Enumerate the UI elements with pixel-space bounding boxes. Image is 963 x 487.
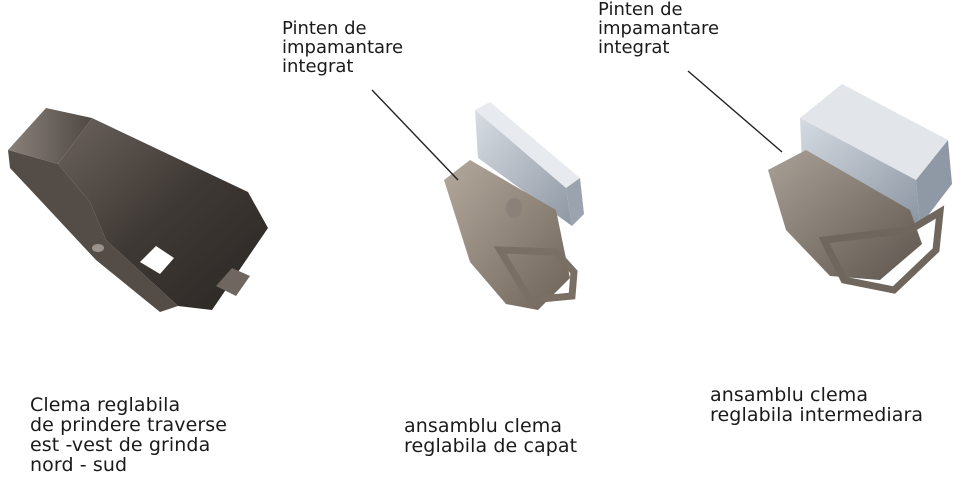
middle-clamp-assembly-caption: ansamblu clema reglabila intermediara (710, 385, 923, 425)
callout-line: integrat (282, 56, 354, 77)
callout-line: Pinten de (598, 0, 683, 20)
callout-line: impamantare (282, 37, 404, 58)
end-clamp-assembly-caption: ansamblu clema reglabila de capat (404, 416, 577, 456)
caption-line: ansamblu clema (710, 384, 869, 406)
middle-clamp-leader-line (687, 70, 783, 153)
end-clamp-grounding-spike-callout: Pinten de impamantare integrat (282, 19, 403, 76)
caption-line: nord - sud (30, 454, 128, 476)
caption-line: ansamblu clema (404, 415, 563, 437)
caption-line: Clema reglabila (30, 394, 181, 416)
end-clamp-leader-line (371, 89, 459, 181)
caption-line: est -vest de grinda (30, 434, 211, 456)
caption-line: de prindere traverse (30, 414, 228, 436)
middle-clamp-assembly-image (768, 84, 952, 294)
caption-line: reglabila de capat (404, 435, 578, 457)
callout-line: impamantare (598, 18, 720, 39)
traverse-clamp-caption: Clema reglabila de prindere traverse est… (30, 395, 227, 475)
traverse-clamp-image (8, 108, 268, 312)
end-clamp-assembly-image (444, 102, 584, 310)
middle-clamp-grounding-spike-callout: Pinten de impamantare integrat (598, 0, 719, 57)
caption-line: reglabila intermediara (710, 404, 924, 426)
callout-line: Pinten de (282, 18, 367, 39)
callout-line: integrat (598, 37, 670, 58)
